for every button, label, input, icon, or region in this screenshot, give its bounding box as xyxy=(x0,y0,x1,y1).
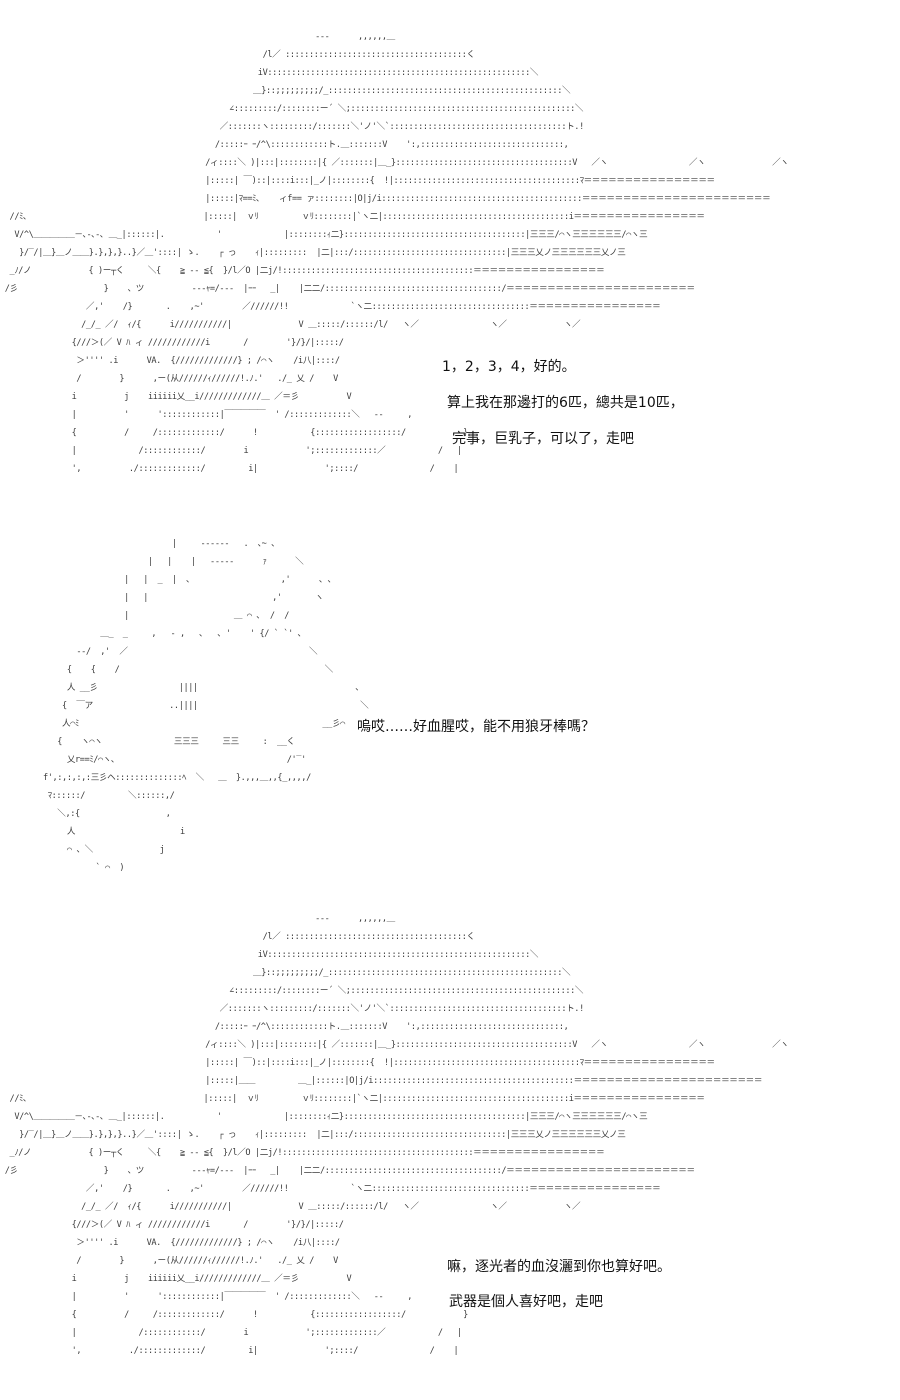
panel-1: --- ,,,,,,＿ /l／ ::::::::::::::::::::::::… xyxy=(0,0,900,490)
dialogue-line: 嘛，逐光者的血沒灑到你也算好吧。 xyxy=(447,1259,671,1275)
dialogue-line: 1，2，3，4，好的。 xyxy=(442,359,576,375)
dialogue-line: 完事，巨乳子，可以了，走吧 xyxy=(452,431,634,447)
ascii-art-knight-with-mace: --- ,,,,,,＿ /l／ ::::::::::::::::::::::::… xyxy=(4,32,789,474)
panel-2: | --‐‐‐‐ . ､~ ､ | | | ‐‐‐‐‐ ｧ ＼ | | _ | … xyxy=(0,525,900,885)
ascii-art-knight-with-mace: --- ,,,,,,＿ /l／ ::::::::::::::::::::::::… xyxy=(4,914,789,1356)
ascii-art-curled-character: | --‐‐‐‐ . ､~ ､ | | | ‐‐‐‐‐ ｧ ＼ | | _ | … xyxy=(42,539,369,873)
panel-3: --- ,,,,,,＿ /l／ ::::::::::::::::::::::::… xyxy=(0,900,900,1380)
dialogue-line: 算上我在那邊打的6匹，總共是10匹， xyxy=(447,395,684,411)
dialogue-line: 嗚哎……好血腥哎，能不用狼牙棒嗎？ xyxy=(357,719,595,735)
dialogue-line: 武器是個人喜好吧，走吧 xyxy=(449,1294,603,1310)
